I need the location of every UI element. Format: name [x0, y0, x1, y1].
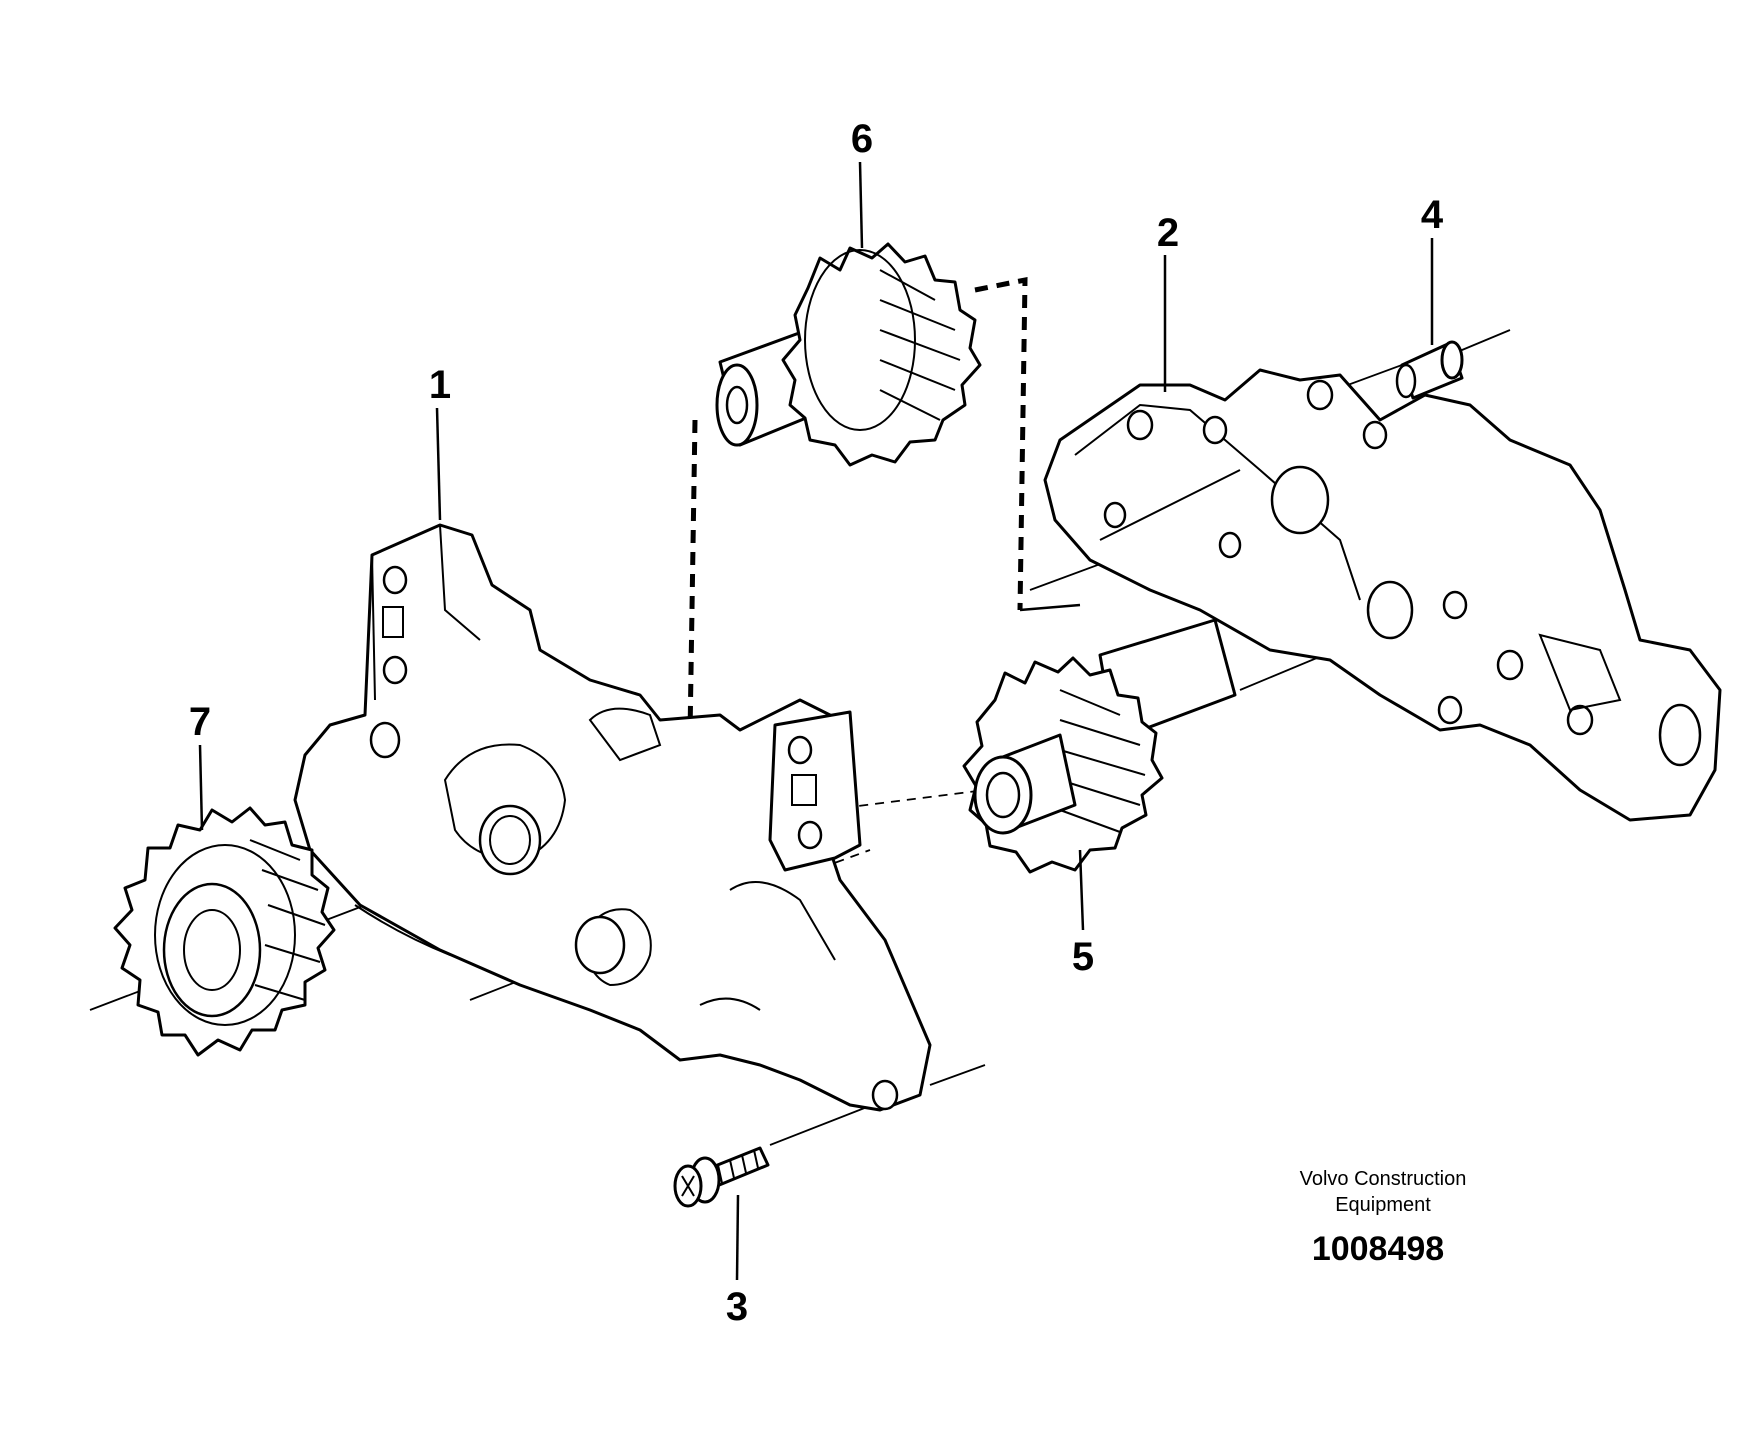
callout-6: 6: [851, 117, 873, 161]
callout-4: 4: [1421, 193, 1444, 237]
driven-gear-lower: [962, 618, 1237, 874]
drawing-number: 1008498: [1312, 1230, 1444, 1268]
callout-3: 3: [726, 1285, 748, 1329]
callout-labels: 1 2 3 4 5 6 7: [189, 117, 1444, 1329]
callout-1: 1: [429, 363, 451, 407]
callout-2: 2: [1157, 211, 1179, 255]
flange-screw: [673, 1146, 770, 1208]
placement-track-lines: [687, 276, 1081, 736]
pump-housing: [293, 523, 932, 1112]
drive-gear-upper: [715, 242, 982, 467]
callout-5: 5: [1072, 935, 1094, 979]
credit-line-2: Equipment: [1335, 1194, 1431, 1216]
pump-cover: [1043, 368, 1722, 822]
drawing-credit: Volvo Construction Equipment 1008498: [1300, 1168, 1467, 1268]
callout-7: 7: [189, 700, 211, 744]
credit-line-1: Volvo Construction: [1300, 1168, 1467, 1190]
leader-lines: [198, 161, 1434, 1281]
idler-gear: [113, 806, 336, 1057]
dowel-sleeve: [1395, 340, 1464, 400]
